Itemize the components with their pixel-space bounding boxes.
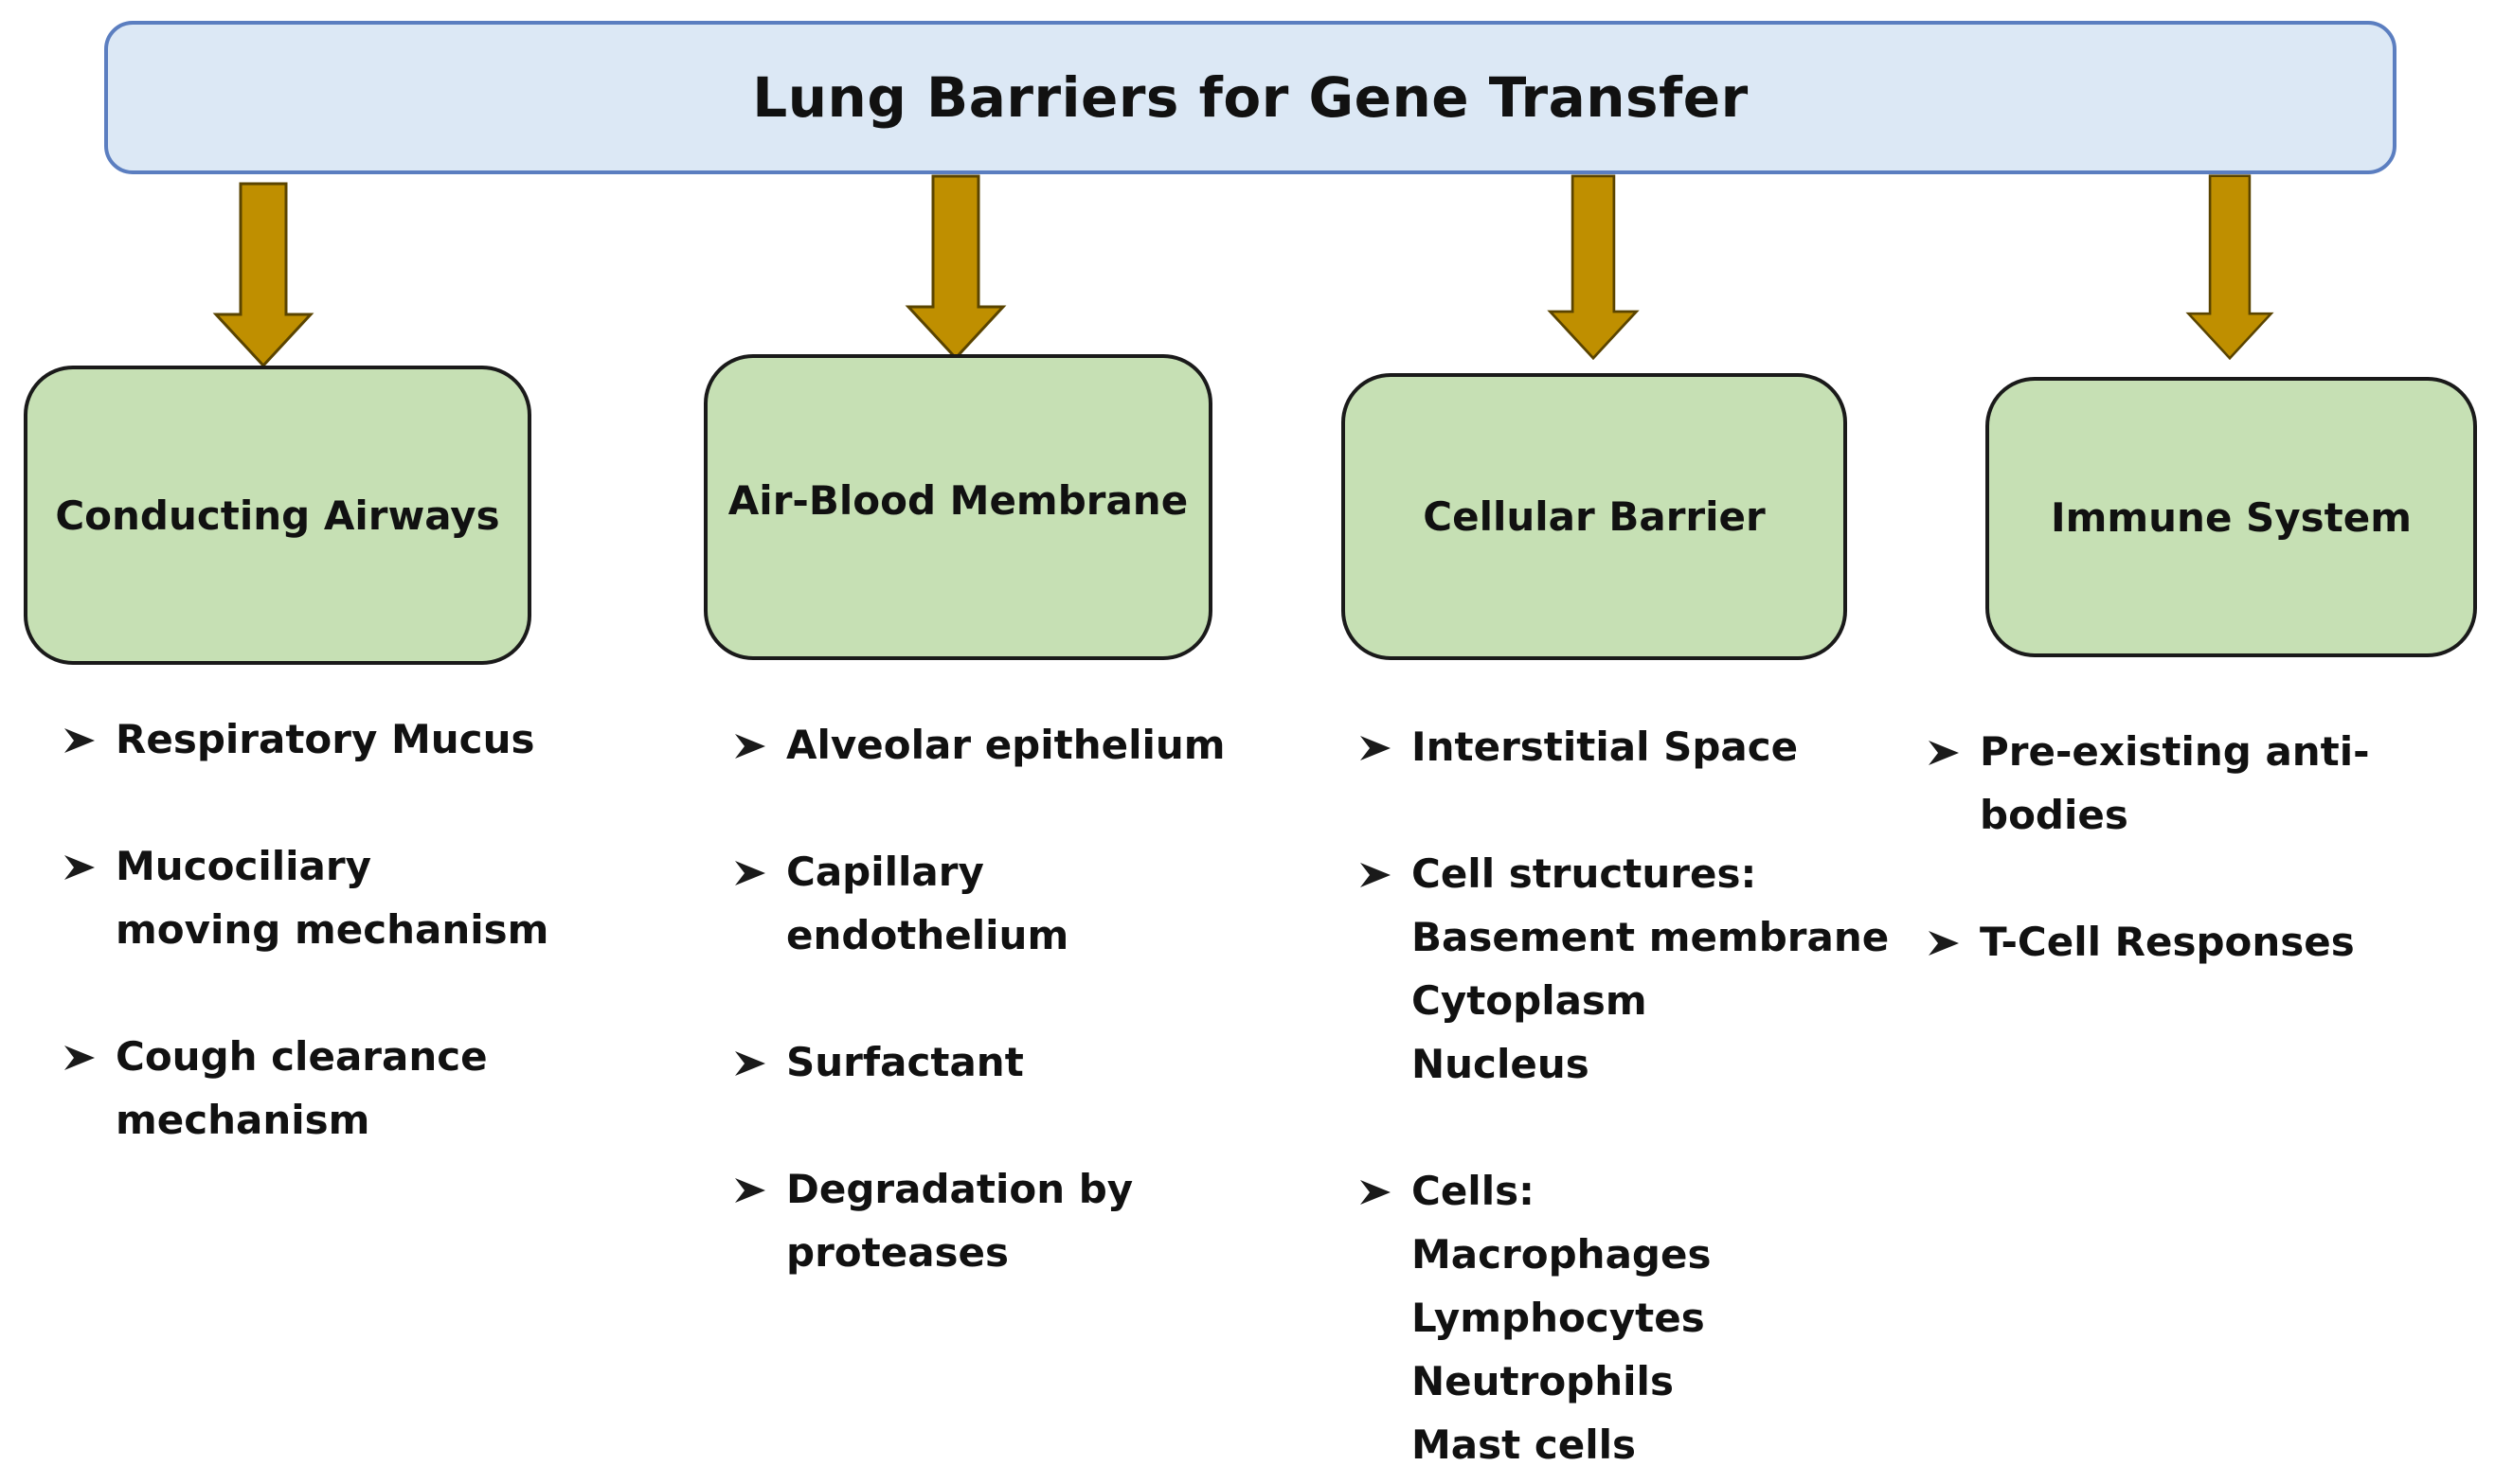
category-label: Air-Blood Membrane <box>727 477 1189 524</box>
arrowhead-bullet-icon <box>64 728 95 753</box>
arrow-down-icon <box>212 182 314 367</box>
list-item: Cough clearance mechanism <box>63 1025 548 1152</box>
arrowhead-bullet-icon <box>1929 741 1959 765</box>
category-label: Conducting Airways <box>55 492 500 539</box>
list-item: Pre-existing anti- bodies <box>1927 720 2370 847</box>
list-item: Alveolar epithelium <box>733 713 1226 777</box>
diagram-title: Lung Barriers for Gene Transfer <box>752 65 1749 130</box>
arrowhead-bullet-icon <box>1929 931 1959 956</box>
category-label: Immune System <box>2050 493 2412 541</box>
item-list-air-blood-membrane: Alveolar epithelium Capillary endotheliu… <box>733 713 1226 1284</box>
arrowhead-bullet-icon <box>64 855 95 880</box>
arrowhead-bullet-icon <box>735 1178 765 1203</box>
arrowhead-bullet-icon <box>1360 1180 1391 1205</box>
title-box: Lung Barriers for Gene Transfer <box>104 21 2396 174</box>
list-item: Degradation by proteases <box>733 1157 1226 1284</box>
arrow-down-icon <box>2185 174 2274 360</box>
arrowhead-bullet-icon <box>735 861 765 885</box>
arrowhead-bullet-icon <box>735 1051 765 1076</box>
list-item: T-Cell Responses <box>1927 910 2370 974</box>
list-item: Interstitial Space <box>1358 715 1889 778</box>
arrowhead-bullet-icon <box>735 734 765 759</box>
category-box-conducting-airways: Conducting Airways <box>24 366 531 665</box>
item-list-cellular-barrier: Interstitial Space Cell structures: Base… <box>1358 715 1889 1476</box>
category-box-cellular-barrier: Cellular Barrier <box>1341 373 1847 660</box>
category-label: Cellular Barrier <box>1423 493 1766 540</box>
list-item: Cells: Macrophages Lymphocytes Neutrophi… <box>1358 1159 1889 1476</box>
list-item: Surfactant <box>733 1030 1226 1094</box>
arrow-down-icon <box>905 174 1007 360</box>
list-item: Capillary endothelium <box>733 840 1226 967</box>
category-box-immune-system: Immune System <box>1985 377 2477 657</box>
arrowhead-bullet-icon <box>64 1046 95 1070</box>
item-list-conducting-airways: Respiratory Mucus Mucociliary moving mec… <box>63 707 548 1152</box>
arrow-down-icon <box>1547 174 1640 360</box>
arrowhead-bullet-icon <box>1360 736 1391 760</box>
category-box-air-blood-membrane: Air-Blood Membrane <box>704 354 1212 660</box>
item-list-immune-system: Pre-existing anti- bodies T-Cell Respons… <box>1927 720 2370 974</box>
list-item: Mucociliary moving mechanism <box>63 834 548 961</box>
arrowhead-bullet-icon <box>1360 863 1391 887</box>
list-item: Respiratory Mucus <box>63 707 548 771</box>
list-item: Cell structures: Basement membrane Cytop… <box>1358 842 1889 1096</box>
